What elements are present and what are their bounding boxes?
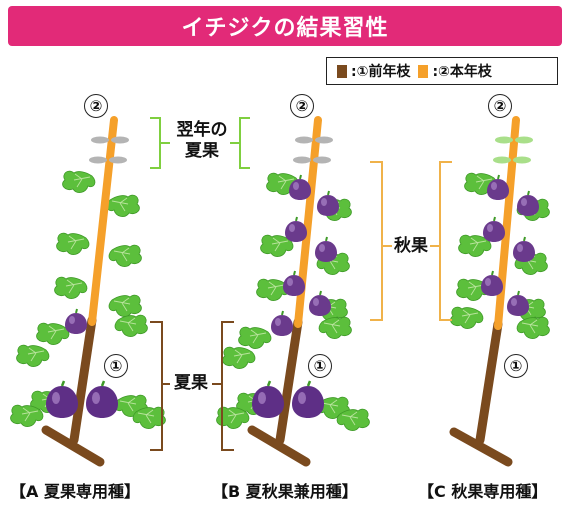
label-next-year-summer-line2: 夏果 [185, 141, 219, 162]
caption-c: 【C 秋果専用種】 [418, 482, 548, 501]
label-next-year-summer: 翌年の 夏果 [174, 120, 230, 163]
legend-label-old-shoot: :①前年枝 [351, 64, 411, 80]
bracket-next-year-summer-left [150, 117, 170, 169]
page-title: イチジクの結果習性 [181, 16, 389, 41]
new-shoot-swatch [418, 64, 429, 78]
legend-label-new-shoot: :②本年枝 [432, 64, 492, 80]
plant-c-base [449, 427, 513, 467]
bracket-autumn-left [370, 161, 392, 321]
plant-a-base [41, 425, 105, 467]
plant-c-new-shoot [494, 116, 520, 330]
legend: :①前年枝 :②本年枝 [326, 57, 558, 85]
plant-a-old-shoot [69, 315, 97, 445]
plant-b-old-shoot [275, 317, 303, 445]
plant-a-summer-fig-1 [44, 379, 80, 420]
plant-a-leaves [10, 170, 166, 428]
plant-a-old-shoot-marker: ① [104, 354, 128, 378]
label-autumn-fruit: 秋果 [394, 236, 428, 256]
plant-b [216, 116, 370, 467]
plant-a-new-shoot-marker: ② [84, 94, 108, 118]
plant-a-new-shoot [88, 116, 118, 326]
caption-a: 【A 夏果専用種】 [10, 482, 140, 501]
plant-b-new-shoot-marker: ② [290, 94, 314, 118]
plant-b-old-shoot-marker: ① [308, 354, 332, 378]
plant-b-leaves [216, 172, 370, 430]
plant-b-base [247, 425, 311, 467]
legend-item-old-shoot: :①前年枝 [337, 61, 410, 81]
plant-c [449, 116, 550, 467]
plant-a-fig-small [64, 308, 88, 335]
plant-a [10, 116, 166, 467]
bracket-summer-right [212, 321, 234, 451]
label-next-year-summer-line1: 翌年の [176, 120, 228, 140]
plant-c-new-shoot-marker: ② [488, 94, 512, 118]
plant-c-old-shoot [475, 319, 503, 445]
title-banner: イチジクの結果習性 [8, 6, 562, 46]
legend-item-new-shoot: :②本年枝 [418, 61, 492, 81]
caption-b: 【B 夏秋果兼用種】 [212, 482, 358, 501]
plant-a-summer-fig-2 [84, 379, 120, 420]
plant-c-old-shoot-marker: ① [504, 354, 528, 378]
label-summer-fruit: 夏果 [174, 373, 208, 393]
bracket-next-year-summer-right [230, 117, 250, 169]
old-shoot-swatch [337, 64, 347, 78]
bracket-autumn-right [430, 161, 452, 321]
bracket-summer-left [150, 321, 170, 451]
